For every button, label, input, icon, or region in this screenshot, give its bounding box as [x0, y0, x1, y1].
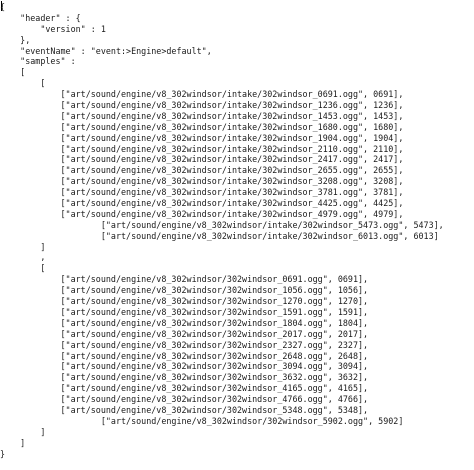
- code-line: {: [0, 2, 6, 12]
- code-line: "version" : 1: [0, 23, 106, 34]
- code-line: ["art/sound/engine/v8_302windsor/intake/…: [0, 100, 404, 111]
- code-line: ["art/sound/engine/v8_302windsor/intake/…: [0, 143, 404, 154]
- code-line: ["art/sound/engine/v8_302windsor/302wind…: [0, 285, 369, 296]
- code-line: ["art/sound/engine/v8_302windsor/302wind…: [0, 339, 369, 350]
- code-line: [: [0, 67, 26, 78]
- code-line: ["art/sound/engine/v8_302windsor/intake/…: [0, 198, 404, 209]
- code-line: ["art/sound/engine/v8_302windsor/intake/…: [0, 230, 439, 241]
- code-line: ["art/sound/engine/v8_302windsor/302wind…: [0, 317, 369, 328]
- text-cursor: [1, 1, 2, 11]
- code-line: ["art/sound/engine/v8_302windsor/302wind…: [0, 328, 369, 339]
- code-line: ]: [0, 241, 46, 252]
- code-line: ]: [0, 426, 46, 437]
- code-line: [: [0, 78, 46, 89]
- code-line: ["art/sound/engine/v8_302windsor/302wind…: [0, 394, 369, 405]
- code-line: ["art/sound/engine/v8_302windsor/302wind…: [0, 361, 369, 372]
- code-line: ["art/sound/engine/v8_302windsor/intake/…: [0, 219, 444, 230]
- code-line: ,: [0, 252, 46, 263]
- code-line: },: [0, 34, 31, 45]
- code-line: ["art/sound/engine/v8_302windsor/302wind…: [0, 306, 369, 317]
- code-line: ["art/sound/engine/v8_302windsor/intake/…: [0, 132, 404, 143]
- code-line: ["art/sound/engine/v8_302windsor/302wind…: [0, 274, 369, 285]
- code-line: "samples" :: [0, 56, 76, 67]
- code-line: ["art/sound/engine/v8_302windsor/302wind…: [0, 372, 369, 383]
- code-line: ["art/sound/engine/v8_302windsor/302wind…: [0, 350, 369, 361]
- code-line: ["art/sound/engine/v8_302windsor/intake/…: [0, 121, 404, 132]
- code-line: ["art/sound/engine/v8_302windsor/intake/…: [0, 165, 404, 176]
- code-line: ["art/sound/engine/v8_302windsor/intake/…: [0, 208, 404, 219]
- code-line: "eventName" : "event:>Engine>default",: [0, 45, 212, 56]
- code-line: ["art/sound/engine/v8_302windsor/302wind…: [0, 415, 404, 426]
- code-line: ]: [0, 437, 26, 448]
- code-line: ["art/sound/engine/v8_302windsor/302wind…: [0, 296, 369, 307]
- code-line: ["art/sound/engine/v8_302windsor/intake/…: [0, 110, 404, 121]
- code-line: ["art/sound/engine/v8_302windsor/intake/…: [0, 187, 404, 198]
- code-line: ["art/sound/engine/v8_302windsor/302wind…: [0, 404, 369, 415]
- code-line: ["art/sound/engine/v8_302windsor/intake/…: [0, 176, 404, 187]
- code-line: ["art/sound/engine/v8_302windsor/intake/…: [0, 89, 404, 100]
- code-line: }: [0, 448, 6, 459]
- code-line: [: [0, 263, 46, 274]
- code-line: ["art/sound/engine/v8_302windsor/302wind…: [0, 383, 369, 394]
- code-line: ["art/sound/engine/v8_302windsor/intake/…: [0, 154, 404, 165]
- code-line: "header" : {: [0, 12, 81, 23]
